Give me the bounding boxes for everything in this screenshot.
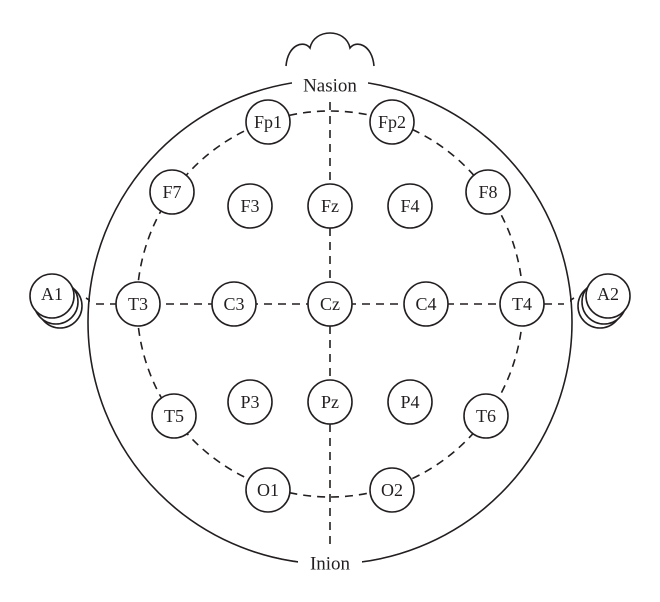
electrode-fp2-label: Fp2 — [378, 112, 406, 132]
electrode-o2: O2 — [369, 467, 415, 513]
electrode-p4-label: P4 — [400, 392, 419, 412]
electrode-o2-label: O2 — [381, 480, 403, 500]
electrode-t4: T4 — [499, 281, 545, 327]
electrode-c3-label: C3 — [223, 294, 244, 314]
nasion-label: Nasion — [303, 76, 357, 97]
electrode-pz-label: Pz — [321, 392, 339, 412]
electrode-f3: F3 — [227, 183, 273, 229]
electrode-f7: F7 — [149, 169, 195, 215]
electrode-f4-label: F4 — [400, 196, 419, 216]
electrode-t3-label: T3 — [128, 294, 148, 314]
electrode-f8: F8 — [465, 169, 511, 215]
electrode-f3-label: F3 — [240, 196, 259, 216]
electrode-t5: T5 — [151, 393, 197, 439]
right-ear — [565, 273, 631, 329]
electrode-c4: C4 — [403, 281, 449, 327]
electrode-p3-label: P3 — [240, 392, 259, 412]
electrode-t6-label: T6 — [476, 406, 496, 426]
electrode-f4: F4 — [387, 183, 433, 229]
electrode-pz: Pz — [307, 379, 353, 425]
electrode-t5-label: T5 — [164, 406, 184, 426]
electrode-c4-label: C4 — [415, 294, 436, 314]
electrode-t4-label: T4 — [512, 294, 532, 314]
nose-outline — [285, 32, 375, 67]
electrode-cz: Cz — [307, 281, 353, 327]
electrode-fp2: Fp2 — [369, 99, 415, 145]
electrode-f8-label: F8 — [478, 182, 497, 202]
left-ear — [29, 273, 95, 329]
electrode-o1: O1 — [245, 467, 291, 513]
electrode-f7-label: F7 — [162, 182, 181, 202]
nasion-landmark: Nasion — [292, 74, 368, 98]
electrode-t6: T6 — [463, 393, 509, 439]
inion-landmark: Inion — [298, 552, 362, 576]
electrode-cz-label: Cz — [320, 294, 340, 314]
electrode-c3: C3 — [211, 281, 257, 327]
electrode-fp1-label: Fp1 — [254, 112, 282, 132]
electrode-fz-label: Fz — [321, 196, 339, 216]
electrode-p4: P4 — [387, 379, 433, 425]
electrode-fp1: Fp1 — [245, 99, 291, 145]
electrode-fz: Fz — [307, 183, 353, 229]
inion-label: Inion — [310, 554, 351, 575]
electrode-a1-label: A1 — [41, 284, 63, 304]
electrode-t3: T3 — [115, 281, 161, 327]
electrode-o1-label: O1 — [257, 480, 279, 500]
electrode-p3: P3 — [227, 379, 273, 425]
electrode-a2-label: A2 — [597, 284, 619, 304]
